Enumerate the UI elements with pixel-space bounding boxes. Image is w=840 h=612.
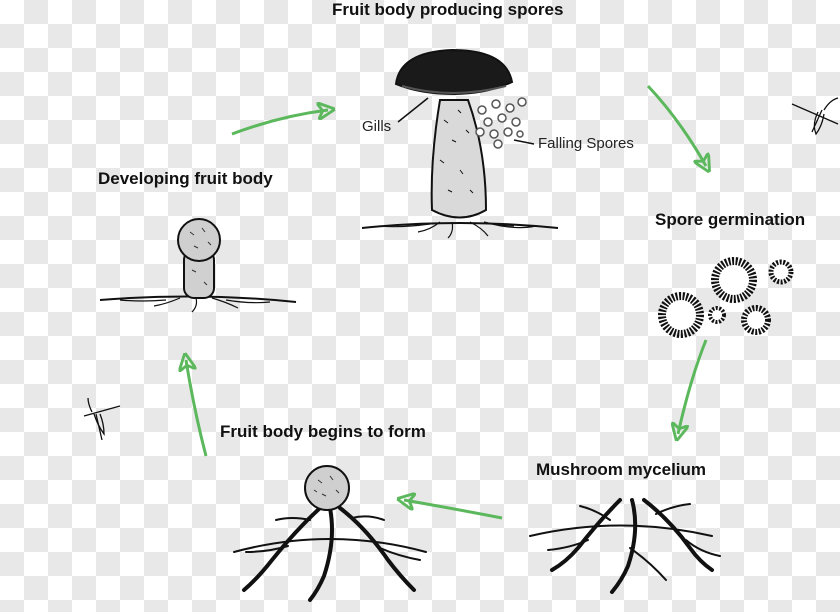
- mycelium: [530, 500, 720, 592]
- developing-mushroom: [100, 219, 296, 312]
- stage-label-producing-spores: Fruit body producing spores: [332, 0, 563, 20]
- cap: [396, 50, 512, 94]
- stem: [432, 100, 486, 218]
- arrow-to-producing: [232, 110, 328, 134]
- dragonfly-icon: [84, 398, 120, 440]
- mature-mushroom: [362, 50, 558, 238]
- stage-label-mushroom-mycelium: Mushroom mycelium: [536, 460, 706, 480]
- arrow-to-germination: [648, 86, 706, 166]
- arrow-to-begins-to-form: [404, 500, 502, 518]
- stage-label-developing-fruit-body: Developing fruit body: [98, 169, 273, 189]
- arrow-to-mycelium: [678, 340, 706, 434]
- spores-leader: [514, 140, 534, 144]
- dragonfly-icon: [792, 98, 838, 134]
- arrow-to-developing: [186, 360, 206, 456]
- primordium-with-roots: [234, 466, 426, 600]
- gills-leader: [398, 98, 428, 122]
- germinating-spores: [662, 261, 791, 334]
- stage-label-spore-germination: Spore germination: [655, 210, 805, 230]
- falling-spores-label: Falling Spores: [538, 135, 634, 152]
- gills-label: Gills: [362, 118, 391, 135]
- stage-label-begins-to-form: Fruit body begins to form: [220, 422, 426, 442]
